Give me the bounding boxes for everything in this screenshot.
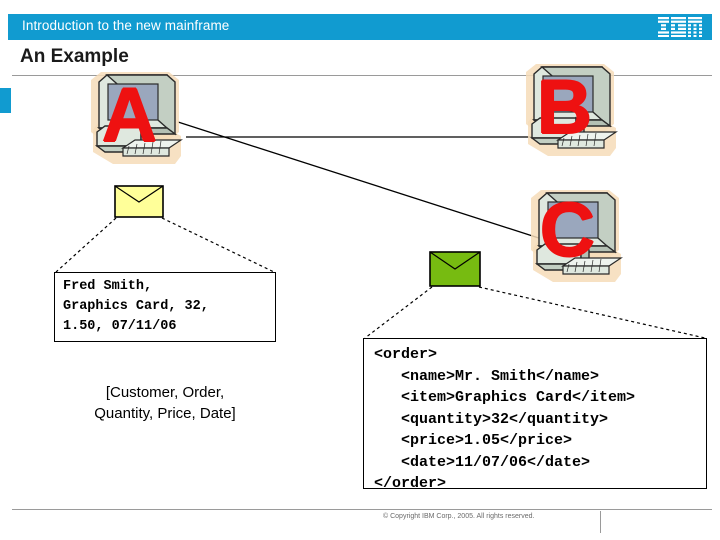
plain-record-line-2: Graphics Card, 32, [63, 299, 209, 314]
ibm-logo [658, 17, 702, 37]
plain-record-box: Fred Smith, Graphics Card, 32, 1.50, 07/… [54, 272, 276, 342]
computer-label-c: C [540, 188, 595, 273]
xml-line-5: <price>1.05</price> [374, 432, 573, 449]
xml-record-box: <order> <name>Mr. Smith</name> <item>Gra… [363, 338, 707, 492]
link-a-to-c [177, 121, 546, 241]
header-title: Introduction to the new mainframe [22, 18, 230, 33]
caption-line-1: [Customer, Order, [105, 384, 225, 401]
callout-yellow-right [161, 217, 275, 273]
callout-yellow-left [55, 217, 117, 273]
caption-line-2: Quantity, Price, Date] [94, 405, 236, 422]
envelope-icon-green [429, 251, 481, 287]
plain-record-line-1: Fred Smith, [63, 279, 153, 294]
computer-icon-b [526, 64, 618, 156]
computer-icon-a [91, 72, 183, 164]
xml-line-6: <date>11/07/06</date> [374, 453, 591, 471]
xml-line-7: </order> [374, 475, 447, 492]
computer-icon-c [531, 190, 623, 282]
footer-divider-line [12, 509, 712, 510]
xml-line-1: <order> [374, 346, 438, 363]
header-bar [8, 14, 712, 40]
computer-label-b: B [537, 65, 592, 150]
title-divider [12, 75, 712, 76]
page-title: An Example [20, 46, 129, 67]
xml-line-3: <item>Graphics Card</item> [374, 389, 636, 406]
copyright-notice: © Copyright IBM Corp., 2005. All rights … [383, 513, 535, 520]
footer-vertical-divider [600, 511, 601, 533]
left-accent-tab [0, 88, 11, 113]
envelope-icon-yellow [114, 185, 164, 218]
callout-green-right [478, 286, 706, 339]
xml-line-4: <quantity>32</quantity> [374, 410, 609, 428]
xml-line-2: <name>Mr. Smith</name> [374, 367, 600, 385]
plain-record-caption: [Customer, Order, Quantity, Price, Date] [54, 382, 276, 424]
callout-green-left [364, 286, 433, 339]
computer-label-a: A [102, 73, 157, 158]
plain-record-line-3: 1.50, 07/11/06 [63, 319, 177, 334]
